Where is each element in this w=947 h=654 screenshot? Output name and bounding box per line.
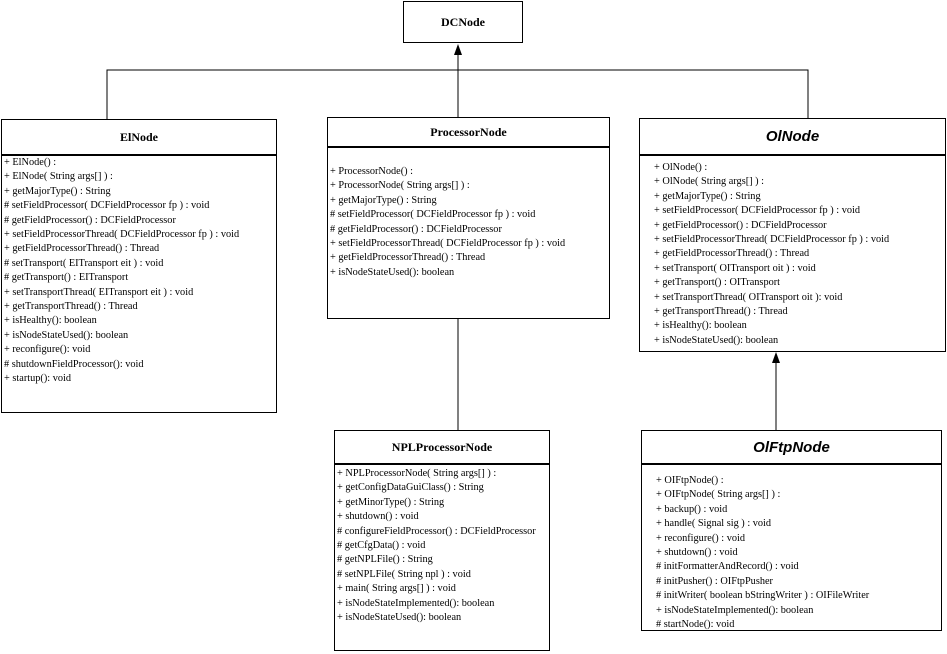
member-nplprocessornode: + NPLProcessorNode( String args[] ) : [337, 468, 497, 479]
member-elnode: # getFieldProcessor() : DCFieldProcessor [4, 214, 176, 226]
member-olftpnode: + OIFtpNode( String args[] ) : [656, 489, 781, 501]
member-olnode: + isHealthy(): boolean [654, 320, 747, 332]
member-processornode: + setFieldProcessorThread( DCFieldProces… [330, 238, 566, 250]
member-elnode: + getMajorType() : String [4, 185, 111, 197]
member-elnode: + startup(): void [4, 373, 72, 385]
member-olftpnode: # startNode(): void [656, 619, 735, 631]
member-elnode: + isNodeStateUsed(): boolean [4, 329, 129, 341]
class-name-nplprocessornode: NPLProcessorNode [335, 431, 549, 465]
member-elnode: + setFieldProcessorThread( DCFieldProces… [4, 229, 240, 241]
member-elnode: + reconfigure(): void [4, 344, 91, 356]
member-list-olftpnode: + OIFtpNode() : + OIFtpNode( String args[… [642, 465, 941, 632]
class-olftpnode[interactable]: OlFtpNode + OIFtpNode() : + OIFtpNode( St… [641, 430, 942, 631]
member-list-processornode: + ProcessorNode() : + ProcessorNode( Stri… [328, 148, 609, 280]
member-olnode: + OlNode() : [654, 162, 708, 173]
member-elnode: + ElNode() : [4, 157, 57, 168]
member-olnode: + getFieldProcessorThread() : Thread [654, 248, 810, 260]
member-olnode: + OlNode( String args[] ) : [654, 176, 764, 188]
member-elnode: + setTransportThread( EITransport eit ) … [4, 286, 194, 298]
member-nplprocessornode: # setNPLFile( String npl ) : void [337, 568, 471, 580]
member-nplprocessornode: + getConfigDataGuiClass() : String [337, 482, 484, 494]
class-nplprocessornode[interactable]: NPLProcessorNode + NPLProcessorNode( Str… [334, 430, 550, 651]
member-nplprocessornode: + shutdown() : void [337, 511, 419, 523]
member-processornode: # getFieldProcessor() : DCFieldProcessor [330, 223, 502, 235]
class-olnode[interactable]: OlNode + OlNode() : + OlNode( String args… [639, 118, 946, 352]
member-nplprocessornode: + isNodeStateUsed(): boolean [337, 612, 462, 624]
member-olftpnode: # initPusher() : OIFtpPusher [656, 575, 773, 587]
member-olnode: + getTransportThread() : Thread [654, 306, 788, 318]
member-elnode: # shutdownFieldProcessor(): void [4, 358, 144, 370]
member-elnode: # setFieldProcessor( DCFieldProcessor fp… [4, 200, 210, 212]
member-list-elnode: + ElNode() : + ElNode( String args[] ) : +… [2, 156, 276, 387]
member-elnode: + getTransportThread() : Thread [4, 301, 138, 313]
member-processornode: + isNodeStateUsed(): boolean [330, 266, 455, 278]
class-name-olftpnode: OlFtpNode [642, 431, 941, 465]
member-processornode: + ProcessorNode( String args[] ) : [330, 180, 470, 192]
member-nplprocessornode: # getNPLFile() : String [337, 554, 433, 566]
member-olftpnode: # initFormatterAndRecord() : void [656, 561, 799, 573]
member-processornode: # setFieldProcessor( DCFieldProcessor fp… [330, 209, 536, 221]
class-name-elnode: ElNode [2, 120, 276, 156]
member-elnode: # getTransport() : EITransport [4, 272, 129, 284]
member-olnode: + setTransport( OITransport oit ) : void [654, 262, 816, 274]
member-olnode: + getFieldProcessor() : DCFieldProcessor [654, 219, 827, 231]
member-olnode: + isNodeStateUsed(): boolean [654, 334, 779, 346]
member-olftpnode: + isNodeStateImplemented(): boolean [656, 604, 814, 616]
member-nplprocessornode: + isNodeStateImplemented(): boolean [337, 597, 495, 609]
class-name-dcnode: DCNode [441, 14, 485, 29]
member-nplprocessornode: # configureFieldProcessor() : DCFieldPro… [337, 525, 536, 537]
member-olnode: + setTransportThread( OITransport oit ):… [654, 291, 843, 303]
member-processornode: + ProcessorNode() : [330, 166, 414, 177]
member-elnode: + getFieldProcessorThread() : Thread [4, 243, 160, 255]
member-elnode: + isHealthy(): boolean [4, 315, 97, 327]
member-processornode: + getMajorType() : String [330, 194, 437, 206]
member-list-olnode: + OlNode() : + OlNode( String args[] ) : +… [640, 156, 945, 348]
member-nplprocessornode: + getMinorType() : String [337, 496, 445, 508]
member-olftpnode: + backup() : void [656, 503, 728, 515]
class-elnode[interactable]: ElNode + ElNode() : + ElNode( String args… [1, 119, 277, 413]
member-olnode: + getMajorType() : String [654, 190, 761, 202]
member-elnode: + ElNode( String args[] ) : [4, 171, 113, 183]
class-processornode[interactable]: ProcessorNode + ProcessorNode() :+ Proce… [327, 117, 610, 319]
member-olftpnode: + reconfigure() : void [656, 532, 746, 544]
generalization-arrowhead-dcnode [454, 44, 462, 55]
member-nplprocessornode: + main( String args[] ) : void [337, 583, 456, 595]
member-olftpnode: + OIFtpNode() : [656, 475, 724, 486]
member-olftpnode: # initWriter( boolean bStringWriter ) : … [656, 590, 870, 602]
member-nplprocessornode: # getCfgData() : void [337, 540, 426, 552]
class-name-olnode: OlNode [640, 119, 945, 156]
member-processornode: + getFieldProcessorThread() : Thread [330, 252, 486, 264]
class-dcnode[interactable]: DCNode [403, 1, 523, 43]
member-olnode: + setFieldProcessorThread( DCFieldProces… [654, 234, 890, 246]
member-olnode: + setFieldProcessor( DCFieldProcessor fp… [654, 205, 861, 217]
class-name-processornode: ProcessorNode [328, 118, 609, 148]
generalization-arrowhead-olnode [772, 352, 780, 363]
member-olnode: + getTransport() : OITransport [654, 277, 781, 289]
member-olftpnode: + handle( Signal sig ) : void [656, 518, 772, 530]
member-olftpnode: + shutdown() : void [656, 547, 738, 559]
member-list-nplprocessornode: + NPLProcessorNode( String args[] ) : + g… [335, 465, 549, 625]
member-elnode: # setTransport( EITransport eit ) : void [4, 257, 164, 269]
